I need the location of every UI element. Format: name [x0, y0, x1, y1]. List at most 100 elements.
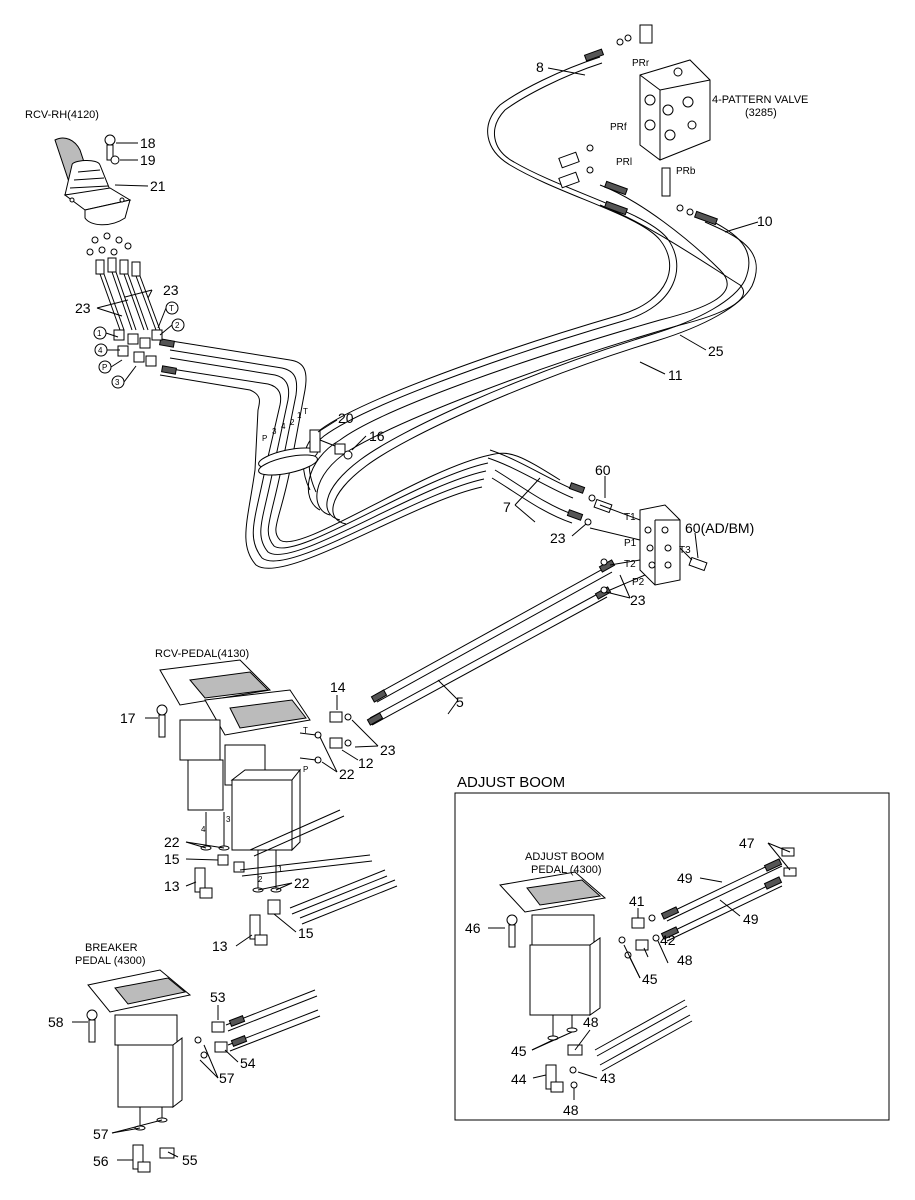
hose-end-fittings [159, 48, 719, 521]
breaker-pedal-title: BREAKER [85, 942, 138, 954]
pattern-valve-title: 4-PATTERN VALVE [712, 94, 808, 106]
adjust-boom-pedal [499, 871, 607, 1093]
callout-18: 18 [140, 135, 156, 151]
port-label-prf: PRf [610, 122, 627, 133]
callout-8: 8 [536, 59, 544, 75]
callout-23-a: 23 [163, 282, 179, 298]
pedal-hose-stubs [239, 809, 398, 925]
callout-57-b: 57 [93, 1126, 109, 1142]
callout-58: 58 [48, 1014, 64, 1030]
port-3: 3 [115, 378, 120, 387]
callout-numbers: 8 10 11 25 18 19 21 23 23 20 16 7 60 23 … [48, 59, 773, 1169]
shuttle-valve-block [584, 494, 708, 594]
hose-mark-3: 3 [272, 427, 277, 436]
callout-12: 12 [358, 755, 374, 771]
callout-14: 14 [330, 679, 346, 695]
callout-54: 54 [240, 1055, 256, 1071]
adjust-boom-pedal-subtitle: PEDAL (4300) [531, 864, 602, 876]
callout-49-b: 49 [743, 911, 759, 927]
breaker-fittings [194, 989, 321, 1059]
callout-56: 56 [93, 1153, 109, 1169]
port-4: 4 [98, 346, 103, 355]
pedal-mark-2: 2 [258, 875, 263, 884]
callout-49-a: 49 [677, 870, 693, 886]
callout-45-a: 45 [642, 971, 658, 987]
pedal-mark-p: P [303, 765, 308, 774]
port-circles: 1 4 P 3 T 2 [93, 301, 185, 389]
callout-23-e: 23 [380, 742, 396, 758]
port-label-prl: PRl [616, 157, 632, 168]
four-pattern-valve [639, 24, 711, 197]
hose-5 [366, 559, 616, 726]
rcv-rh-joystick [54, 134, 132, 226]
callout-5: 5 [456, 694, 464, 710]
adjust-boom-frame [454, 792, 890, 1121]
callout-57-a: 57 [219, 1070, 235, 1086]
callout-10: 10 [757, 213, 773, 229]
hose-7 [487, 449, 576, 524]
rcv-rh-title: RCV-RH(4120) [25, 109, 99, 121]
callout-60: 60 [595, 462, 611, 478]
callout-44: 44 [511, 1071, 527, 1087]
callout-43: 43 [600, 1070, 616, 1086]
rcv-rh-fittings [86, 232, 163, 367]
callout-60-adbm: 60(AD/BM) [685, 520, 754, 536]
adjust-boom-title: ADJUST BOOM [457, 774, 565, 791]
hose-mark-1: 1 [297, 411, 302, 420]
clamp-20 [258, 429, 353, 476]
port-label-t1: T1 [624, 512, 636, 523]
callout-53: 53 [210, 989, 226, 1005]
breaker-pedal-subtitle: PEDAL (4300) [75, 955, 146, 967]
callout-19: 19 [140, 152, 156, 168]
pilot-hose-bundle [159, 339, 561, 569]
callout-22-b: 22 [164, 834, 180, 850]
callout-48-c: 48 [563, 1102, 579, 1118]
pattern-valve-subtitle: (3285) [745, 107, 777, 119]
port-p: P [102, 363, 107, 372]
rcv-pedal-title: RCV-PEDAL(4130) [155, 648, 249, 660]
callout-16: 16 [369, 428, 385, 444]
port-label-t3: T3 [679, 545, 691, 556]
port-2: 2 [175, 321, 180, 330]
port-label-prb: PRb [676, 166, 696, 177]
hose-11-25 [307, 184, 757, 525]
port-label-t2: T2 [624, 559, 636, 570]
callout-22-a: 22 [339, 766, 355, 782]
pedal-mark-3: 3 [226, 815, 231, 824]
pedal-mark-1: 1 [278, 865, 283, 874]
callout-23-c: 23 [550, 530, 566, 546]
callout-23-b: 23 [75, 300, 91, 316]
hose-8 [302, 56, 678, 493]
callout-21: 21 [150, 178, 166, 194]
breaker-pedal-assembly [86, 969, 192, 1173]
callout-7: 7 [503, 499, 511, 515]
callout-48-a: 48 [677, 952, 693, 968]
leader-lines [72, 67, 791, 1161]
callout-20: 20 [338, 410, 354, 426]
callout-45-b: 45 [511, 1043, 527, 1059]
callout-11: 11 [668, 367, 683, 383]
rcv-pedal-assembly [156, 659, 311, 852]
adjust-boom-fittings [569, 847, 797, 1089]
callout-15-a: 15 [164, 851, 180, 867]
hose-mark-t: T [303, 407, 308, 416]
callout-41: 41 [629, 893, 645, 909]
callout-13-b: 13 [212, 938, 228, 954]
callout-13-a: 13 [164, 878, 180, 894]
callout-25: 25 [708, 343, 724, 359]
callout-47: 47 [739, 835, 755, 851]
callout-42: 42 [660, 932, 676, 948]
port-1: 1 [97, 329, 102, 338]
pedal-mark-4: 4 [201, 825, 206, 834]
hose-mark-2: 2 [290, 418, 295, 427]
callout-22-c: 22 [294, 875, 310, 891]
callout-48-b: 48 [583, 1014, 599, 1030]
hose-bundle-marks: P 3 4 2 1 T [262, 407, 308, 443]
callout-15-b: 15 [298, 925, 314, 941]
rcv-pedal-fittings: T P 4 3 2 1 [194, 711, 352, 946]
hose-mark-4: 4 [281, 422, 286, 431]
port-label-prr: PRr [632, 58, 650, 69]
pattern-valve-fittings [558, 34, 694, 216]
